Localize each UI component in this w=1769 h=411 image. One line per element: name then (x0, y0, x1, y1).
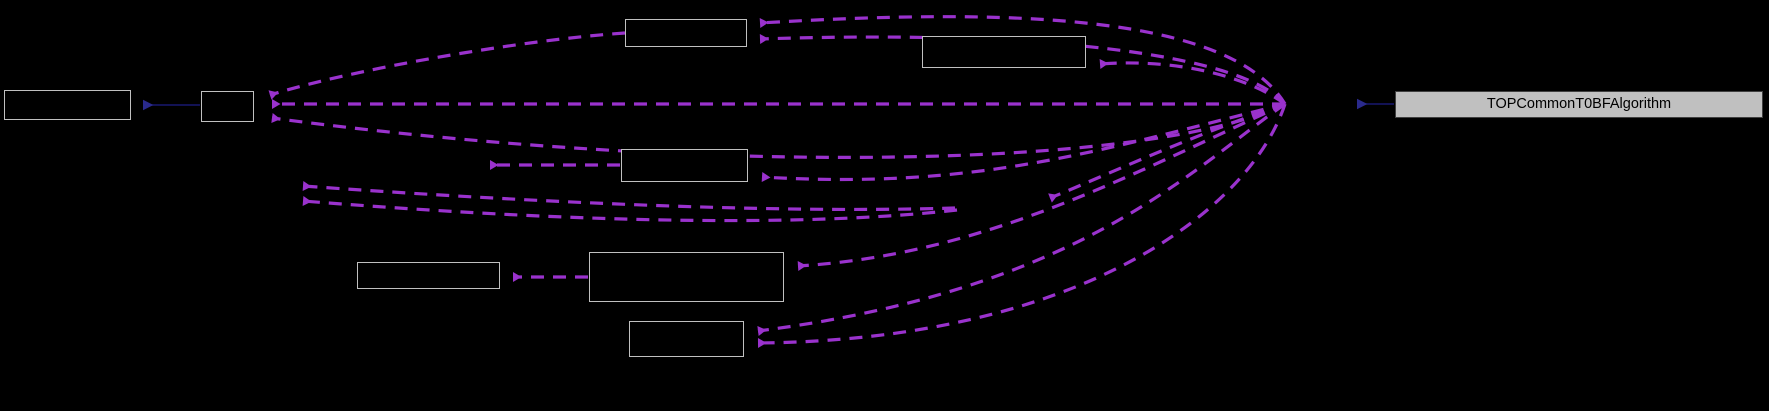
edge-n3-n2 (268, 31, 626, 100)
edge-hub-n8-lower (757, 103, 1287, 348)
graph-node-4[interactable] (922, 36, 1086, 68)
graph-node-8[interactable] (629, 321, 744, 357)
graph-node-3[interactable] (625, 19, 747, 47)
edge-hub-mid-arrow (1048, 102, 1286, 203)
edge-n5-dangling-a (302, 181, 956, 212)
edge-hub-n4 (1099, 59, 1286, 106)
edge-hub-n8-upper (757, 102, 1286, 336)
graph-node-2[interactable] (201, 91, 254, 122)
graph-node-label: TOPCommonT0BFAlgorithm (1486, 96, 1672, 113)
edge-hub-dangling-b (302, 196, 958, 223)
graph-node-6[interactable] (357, 262, 500, 289)
graph-node-5[interactable] (621, 149, 748, 182)
graph-node-topcommont0bfalgorithm[interactable]: TOPCommonT0BFAlgorithm (1395, 91, 1763, 118)
edge-hub-n2-lower (271, 102, 1286, 159)
edge-hub-n5 (761, 102, 1286, 182)
edge-hub-n3-lower (759, 34, 1287, 106)
edge-hub-n7 (797, 102, 1286, 271)
edge-hub-n3-upper (759, 15, 1287, 105)
graph-node-7[interactable] (589, 252, 784, 302)
solid-edges (143, 98, 1394, 111)
graph-node-1[interactable] (4, 90, 131, 120)
dashed-edges (268, 15, 1287, 348)
